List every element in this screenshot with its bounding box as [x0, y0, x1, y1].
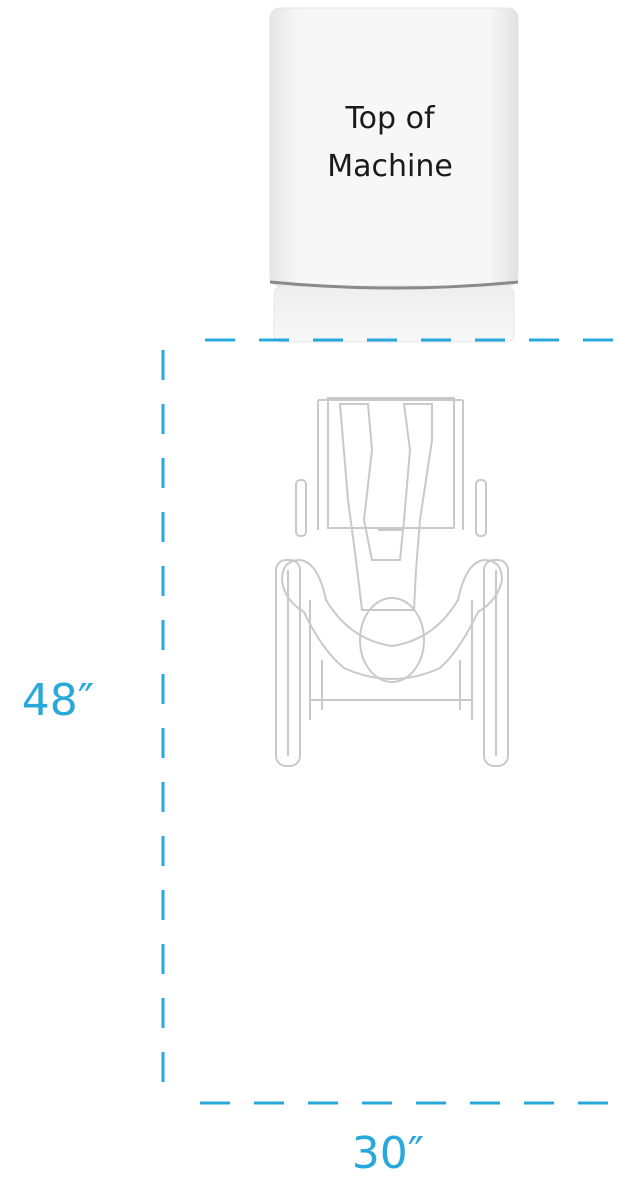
wheelchair-user-top-view-icon — [275, 397, 509, 767]
machine-body — [269, 7, 519, 287]
chair-wheel-right — [483, 559, 509, 767]
machine-top: Top of Machine — [269, 7, 519, 343]
machine-label-line2: Machine — [327, 149, 453, 184]
machine-label-line1: Top of — [344, 101, 436, 136]
width-dimension-label: 30″ — [352, 1128, 424, 1179]
chair-frame — [317, 399, 464, 530]
user-shoulders — [280, 558, 504, 680]
machine-stripe — [269, 280, 519, 290]
machine-base — [273, 285, 515, 343]
user-head — [359, 597, 425, 683]
user-legs — [338, 403, 433, 611]
chair-push-frame — [309, 600, 473, 720]
clear-floor-outline — [161, 338, 622, 1105]
chair-backrest — [327, 397, 455, 529]
chair-armrest-left — [295, 479, 307, 537]
chair-armrest-right — [475, 479, 487, 537]
chair-wheel-left — [275, 559, 301, 767]
depth-dimension-label: 48″ — [22, 675, 94, 726]
